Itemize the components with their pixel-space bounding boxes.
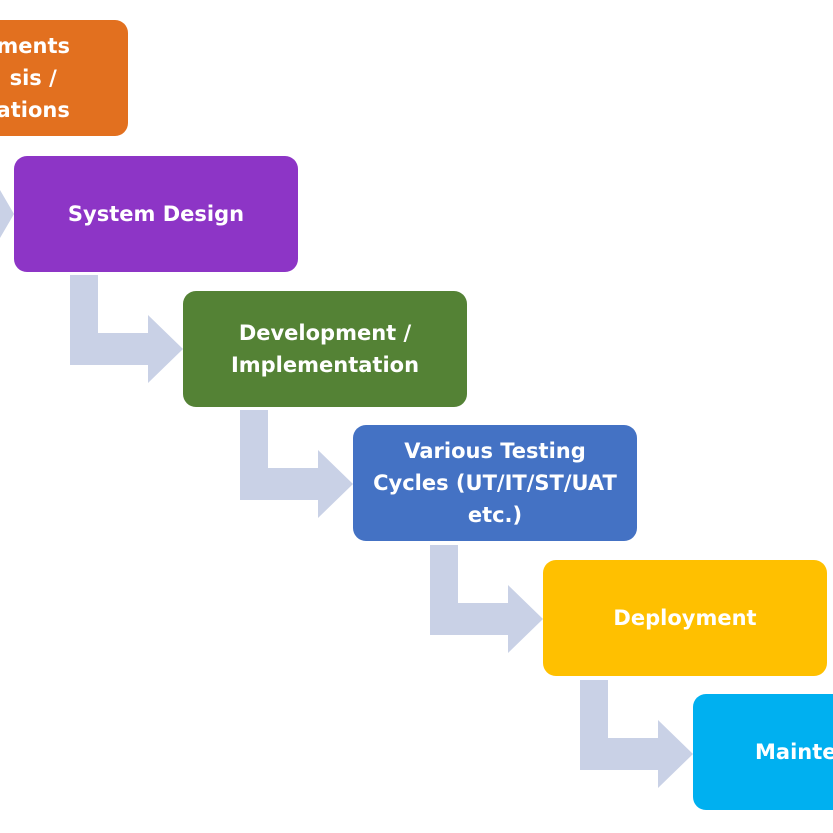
stage-label: Deployment xyxy=(613,606,757,630)
stage-requirements-analysis: ments sis / ations xyxy=(0,20,128,136)
stage-label: Mainte xyxy=(755,740,833,764)
stage-system-design: System Design xyxy=(14,156,298,272)
arrow-deployment-to-maintenance xyxy=(580,680,693,788)
arrow-requirements-to-design xyxy=(0,190,14,238)
arrow-design-to-development xyxy=(70,275,183,383)
stage-deployment: Deployment xyxy=(543,560,827,676)
stage-label: System Design xyxy=(67,202,245,226)
stage-label: Various Testing Cycles (UT/IT/ST/UAT etc… xyxy=(373,439,617,527)
arrow-testing-to-deployment xyxy=(430,545,543,653)
stage-label: Development / Implementation xyxy=(230,321,420,377)
arrow-development-to-testing xyxy=(240,410,353,518)
stage-maintenance: Mainte xyxy=(693,694,833,810)
stage-testing: Various Testing Cycles (UT/IT/ST/UAT etc… xyxy=(353,425,637,541)
stage-development: Development / Implementation xyxy=(183,291,467,407)
stage-label: ments sis / ations xyxy=(0,34,70,122)
